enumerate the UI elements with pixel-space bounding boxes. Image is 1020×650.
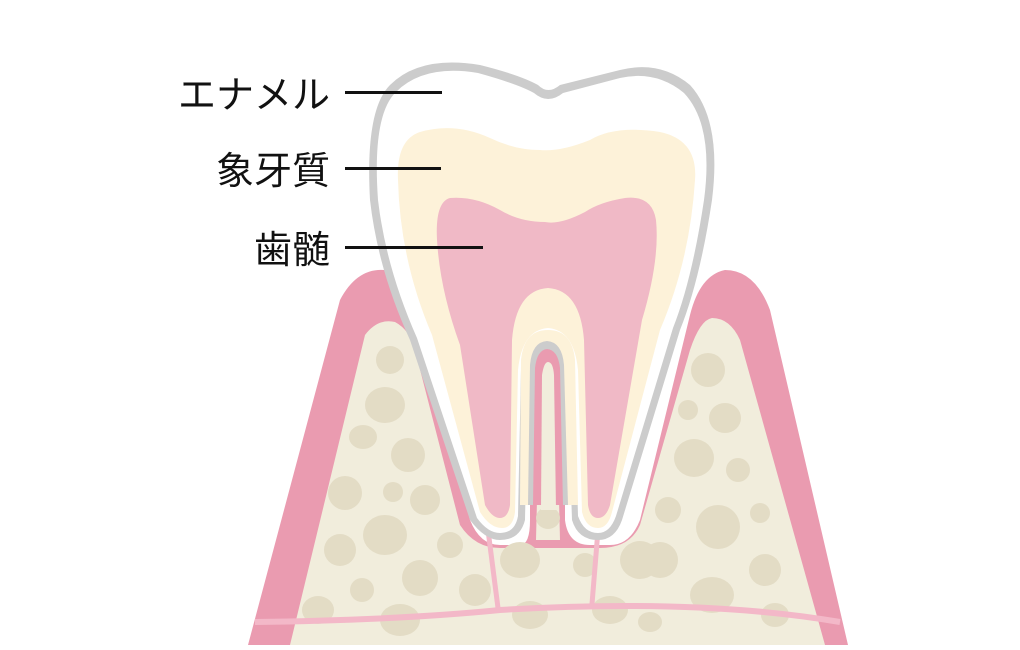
- label-dentin: 象牙質: [215, 149, 330, 193]
- interradicular-core: [541, 362, 556, 510]
- leader-line-enamel: [345, 91, 442, 94]
- label-enamel: エナメル: [177, 73, 330, 117]
- nerve-lines: [254, 529, 841, 625]
- leader-line-dentin: [345, 167, 441, 170]
- pulp: [436, 197, 657, 518]
- leader-line-pulp: [345, 246, 483, 249]
- bone-spots: [302, 346, 789, 636]
- label-pulp: 歯髄: [253, 228, 330, 272]
